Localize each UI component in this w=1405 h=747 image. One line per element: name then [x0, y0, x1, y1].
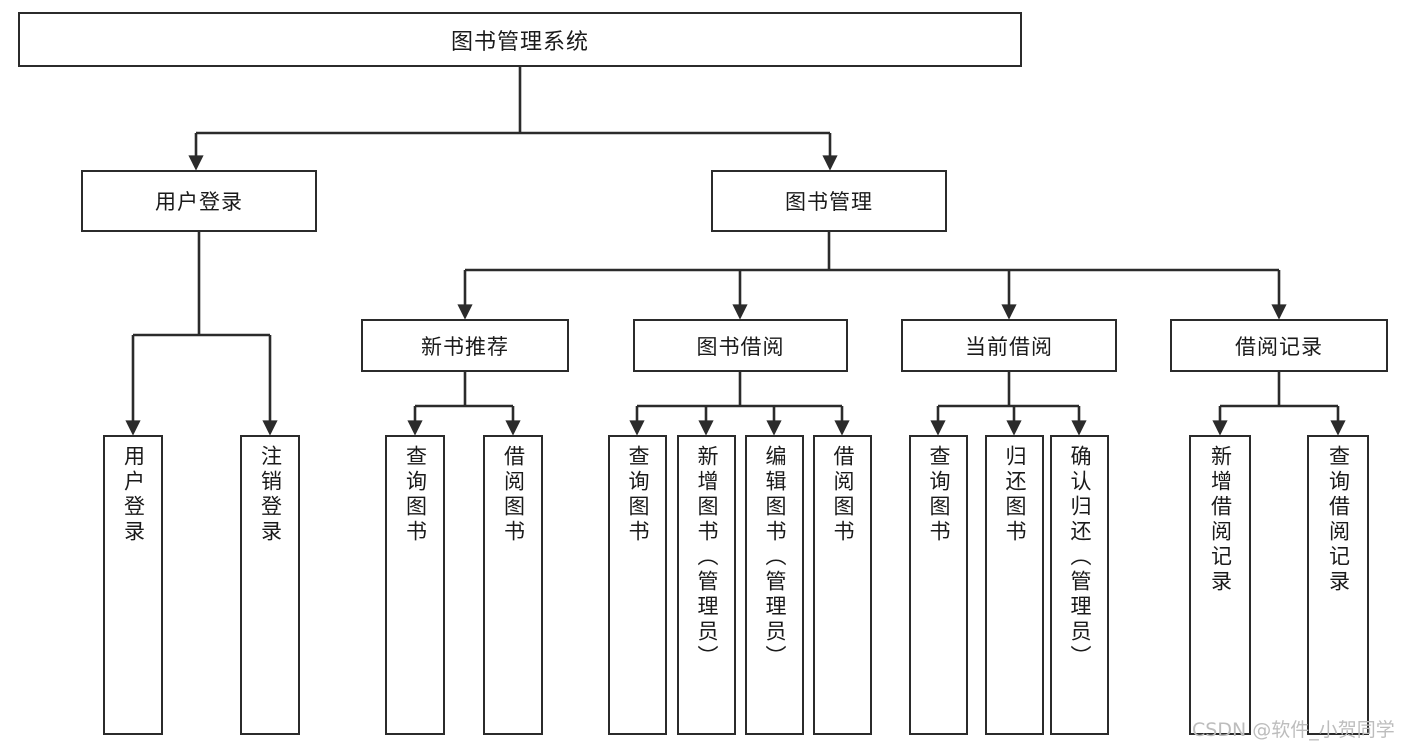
node-leaf-user-login-label: 用户登录: [121, 445, 146, 545]
node-root-label: 图书管理系统: [450, 29, 589, 55]
node-leaf-logout-label: 注销登录: [258, 445, 283, 545]
node-leaf-query-book-1[interactable]: 查询图书: [385, 435, 445, 735]
node-book-manage-label: 图书管理: [785, 190, 873, 214]
node-book-borrow-label: 图书借阅: [696, 334, 785, 359]
node-current-borrow-label: 当前借阅: [965, 334, 1053, 359]
node-leaf-return-book[interactable]: 归还图书: [985, 435, 1044, 735]
node-leaf-user-login[interactable]: 用户登录: [103, 435, 163, 735]
node-new-book-rec-label: 新书推荐: [421, 334, 509, 359]
node-leaf-borrow-book-1-label: 借阅图书: [501, 445, 526, 545]
node-leaf-return-book-label: 归还图书: [1003, 445, 1027, 545]
node-leaf-borrow-book-1[interactable]: 借阅图书: [483, 435, 543, 735]
node-leaf-query-record[interactable]: 查询借阅记录: [1307, 435, 1369, 735]
node-new-book-rec[interactable]: 新书推荐: [361, 319, 569, 372]
node-leaf-confirm-return[interactable]: 确认归还（管理员）: [1050, 435, 1109, 735]
node-leaf-query-book-3[interactable]: 查询图书: [909, 435, 968, 735]
node-leaf-add-book-label: 新增图书（管理员）: [695, 445, 719, 670]
node-leaf-query-book-2[interactable]: 查询图书: [608, 435, 667, 735]
node-book-borrow[interactable]: 图书借阅: [633, 319, 848, 372]
node-leaf-add-book[interactable]: 新增图书（管理员）: [677, 435, 736, 735]
node-borrow-record-label: 借阅记录: [1235, 334, 1323, 359]
node-leaf-confirm-return-label: 确认归还（管理员）: [1068, 445, 1092, 670]
node-leaf-borrow-book-2[interactable]: 借阅图书: [813, 435, 872, 735]
node-root[interactable]: 图书管理系统: [18, 12, 1022, 67]
node-user-login-label: 用户登录: [155, 190, 243, 214]
node-current-borrow[interactable]: 当前借阅: [901, 319, 1117, 372]
node-leaf-query-book-2-label: 查询图书: [626, 445, 650, 545]
node-user-login[interactable]: 用户登录: [81, 170, 317, 232]
node-book-manage[interactable]: 图书管理: [711, 170, 947, 232]
node-leaf-query-record-label: 查询借阅记录: [1326, 445, 1351, 595]
node-leaf-add-record-label: 新增借阅记录: [1208, 445, 1233, 595]
node-leaf-add-record[interactable]: 新增借阅记录: [1189, 435, 1251, 735]
node-leaf-query-book-1-label: 查询图书: [403, 445, 428, 545]
watermark: CSDN @软件_小贺同学: [1192, 719, 1395, 741]
node-leaf-borrow-book-2-label: 借阅图书: [831, 445, 855, 545]
node-borrow-record[interactable]: 借阅记录: [1170, 319, 1388, 372]
node-leaf-edit-book[interactable]: 编辑图书（管理员）: [745, 435, 804, 735]
node-leaf-logout[interactable]: 注销登录: [240, 435, 300, 735]
node-leaf-edit-book-label: 编辑图书（管理员）: [763, 445, 787, 670]
node-leaf-query-book-3-label: 查询图书: [927, 445, 951, 545]
